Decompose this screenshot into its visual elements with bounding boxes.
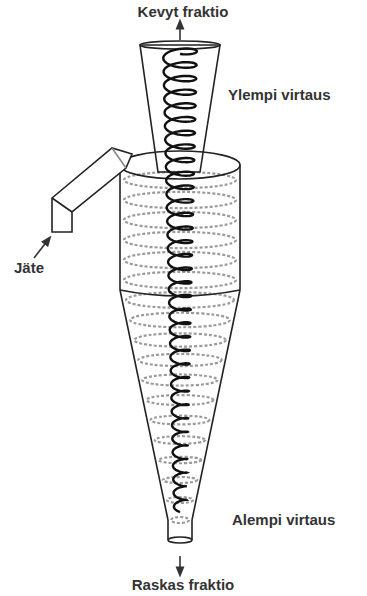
outer-coil <box>134 333 226 346</box>
vortex-finder <box>140 41 220 172</box>
outer-vortex <box>124 172 236 523</box>
flow-arrows <box>34 24 180 572</box>
outer-coil <box>130 313 230 328</box>
overflow-label: Kevyt fraktio <box>138 3 229 21</box>
outer-coil <box>163 477 197 483</box>
inner-vortex <box>163 49 197 513</box>
outer-coil <box>155 436 206 444</box>
underflow-label: Raskas fraktio <box>132 576 235 594</box>
flow-label: Alempi virtaus <box>232 511 335 529</box>
feed-inlet <box>52 148 132 232</box>
inlet-label: Jäte <box>14 259 44 277</box>
inner-coil <box>163 49 197 513</box>
flow-label: Ylempi virtaus <box>228 86 331 104</box>
outer-coil <box>124 272 236 288</box>
outer-coil <box>171 517 189 523</box>
